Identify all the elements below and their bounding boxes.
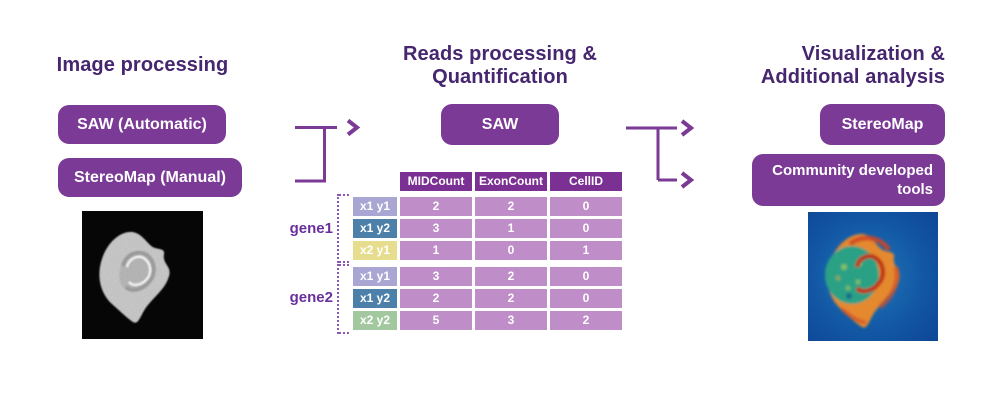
section-title-image-processing: Image processing — [56, 54, 229, 76]
table-value: 2 — [400, 289, 472, 308]
table-value: 1 — [550, 241, 622, 260]
table-value: 0 — [550, 289, 622, 308]
stereomap-manual-button[interactable]: StereoMap (Manual) — [58, 158, 242, 197]
column-header: MIDCount — [400, 172, 472, 191]
coord-label: x2 y1 — [353, 241, 397, 260]
table-value: 1 — [400, 241, 472, 260]
table-value: 2 — [400, 197, 472, 216]
title-line-1: Reads processing & — [402, 43, 598, 65]
saw-automatic-button[interactable]: SAW (Automatic) — [58, 105, 226, 144]
title-line-1: Visualization & — [801, 43, 945, 65]
coord-label: x1 y2 — [353, 219, 397, 238]
gene2-label: gene2 — [289, 289, 333, 306]
gene1-bracket — [337, 194, 349, 263]
table-value: 2 — [475, 197, 547, 216]
table-value: 0 — [475, 241, 547, 260]
table-value: 0 — [550, 197, 622, 216]
column-header: ExonCount — [475, 172, 547, 191]
saw-button[interactable]: SAW — [441, 104, 559, 145]
coord-label: x1 y1 — [353, 197, 397, 216]
community-tools-button[interactable]: Community developed tools — [752, 154, 945, 206]
table-value: 0 — [550, 219, 622, 238]
coord-label: x1 y1 — [353, 267, 397, 286]
split-arrow-to-visualization — [626, 119, 695, 189]
section-title-reads-processing: Reads processing & Quantification — [350, 43, 650, 89]
table-value: 3 — [400, 219, 472, 238]
table-value: 2 — [550, 311, 622, 330]
merge-arrow-to-saw — [295, 118, 361, 183]
coord-label: x2 y2 — [353, 311, 397, 330]
table-value: 2 — [475, 267, 547, 286]
section-title-visualization: Visualization & Additional analysis — [645, 43, 945, 89]
stereomap-button[interactable]: StereoMap — [820, 104, 945, 145]
coord-label: x1 y2 — [353, 289, 397, 308]
grayscale-tissue-section-image — [82, 211, 203, 339]
table-value: 0 — [550, 267, 622, 286]
title-line-2: Additional analysis — [760, 66, 945, 88]
heatmap-tissue-section-image — [808, 212, 938, 341]
table-value: 3 — [475, 311, 547, 330]
gene2-bracket — [337, 264, 349, 334]
table-value: 3 — [400, 267, 472, 286]
table-value: 2 — [475, 289, 547, 308]
table-value: 5 — [400, 311, 472, 330]
header-spacer — [353, 172, 397, 191]
title-line-2: Quantification — [432, 66, 568, 88]
table-value: 1 — [475, 219, 547, 238]
column-header: CellID — [550, 172, 622, 191]
gene1-label: gene1 — [289, 220, 333, 237]
